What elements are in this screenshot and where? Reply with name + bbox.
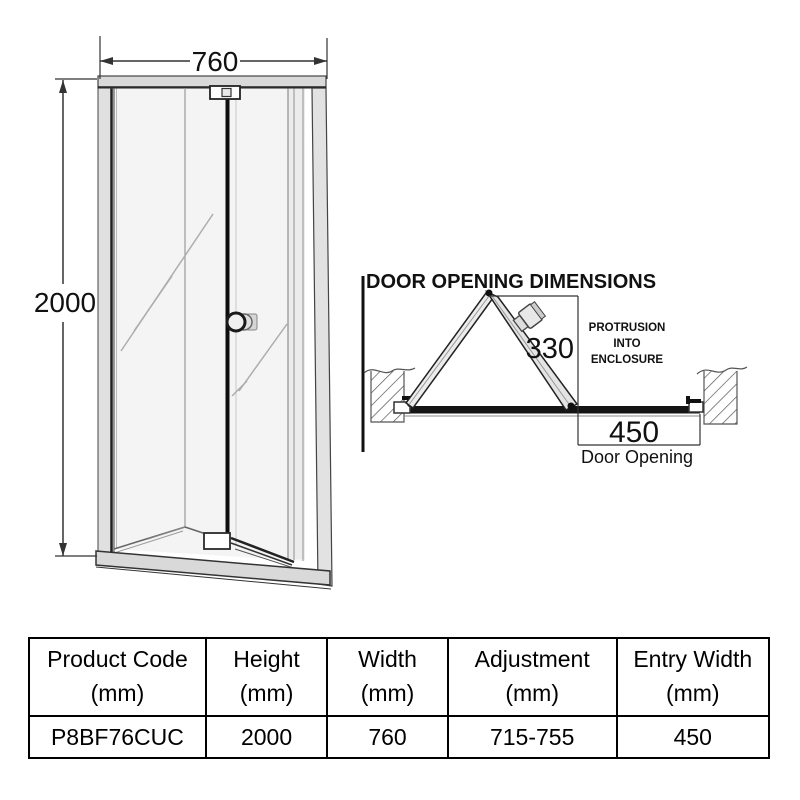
value-width: 760 — [326, 715, 449, 759]
value-adjustment: 715-755 — [446, 715, 618, 759]
value-entry-width: 450 — [615, 715, 771, 759]
protrusion-dimension: 330 PROTRUSION INTO ENCLOSURE — [489, 295, 666, 445]
header-adjustment-unit: (mm) — [505, 680, 559, 706]
arrow-right-icon — [314, 57, 327, 65]
right-hinge — [686, 396, 704, 413]
spec-table: Product Code (mm) Height (mm) Width (mm)… — [28, 637, 771, 759]
front-view-dimensions: 760 2000 — [34, 36, 328, 557]
right-door-panel — [484, 290, 579, 411]
glass-reflections — [120, 213, 288, 397]
header-adjustment-title: Adjustment — [474, 646, 590, 672]
value-product-code: P8BF76CUC — [28, 715, 207, 759]
right-frame — [311, 87, 333, 587]
header-adjustment: Adjustment (mm) — [446, 637, 618, 717]
protrusion-dimension-label: 330 — [526, 333, 574, 365]
glass-panels — [114, 88, 305, 561]
door-opening-caption: Door Opening — [581, 447, 693, 467]
door-opening-dimension: 450 Door Opening — [578, 414, 701, 467]
header-entry-width-unit: (mm) — [665, 680, 720, 706]
header-width-title: Width — [358, 646, 417, 672]
panel-end-pivot — [567, 402, 575, 410]
header-height-title: Height — [233, 646, 300, 672]
door-handle-knob — [225, 311, 258, 333]
door-opening-dimension-label: 450 — [609, 416, 659, 449]
height-dimension-label: 2000 — [34, 287, 96, 318]
door-opening-diagram: DOOR OPENING DIMENSIONS — [361, 271, 748, 467]
door-opening-diagram-title: DOOR OPENING DIMENSIONS — [366, 271, 656, 293]
diagram-svg: 760 2000 DOOR OPENING DIMENSIONS — [34, 36, 748, 590]
header-product-code: Product Code (mm) — [28, 637, 207, 717]
width-dimension-label: 760 — [192, 46, 239, 77]
header-width: Width (mm) — [326, 637, 449, 717]
shower-door-front-view — [95, 75, 333, 590]
bottom-track — [95, 550, 331, 586]
bottom-pivot-block — [203, 532, 231, 550]
protrusion-note-line3: ENCLOSURE — [591, 354, 664, 366]
spec-table-header-row: Product Code (mm) Height (mm) Width (mm)… — [28, 637, 771, 717]
arrow-up-icon — [59, 80, 67, 93]
header-product-code-title: Product Code — [47, 646, 188, 672]
arrow-left-icon — [100, 57, 113, 65]
right-channel — [288, 88, 305, 559]
spec-table-data-row: P8BF76CUC 2000 760 715-755 450 — [28, 715, 771, 759]
header-entry-width-title: Entry Width — [633, 646, 753, 672]
left-wall-section — [363, 367, 416, 423]
handle-top-view — [512, 301, 547, 333]
right-wall-section — [696, 366, 748, 425]
arrow-down-icon — [59, 543, 67, 556]
folded-door-panels — [404, 289, 579, 411]
track-bar — [404, 406, 700, 414]
header-width-unit: (mm) — [360, 680, 415, 706]
header-product-code-unit: (mm) — [90, 680, 145, 706]
value-height: 2000 — [204, 715, 329, 759]
header-height: Height (mm) — [204, 637, 329, 717]
apex-hinge — [485, 289, 493, 297]
protrusion-note-line1: PROTRUSION — [589, 322, 666, 334]
header-height-unit: (mm) — [239, 680, 294, 706]
protrusion-note-line2: INTO — [613, 338, 640, 350]
header-entry-width: Entry Width (mm) — [615, 637, 771, 717]
